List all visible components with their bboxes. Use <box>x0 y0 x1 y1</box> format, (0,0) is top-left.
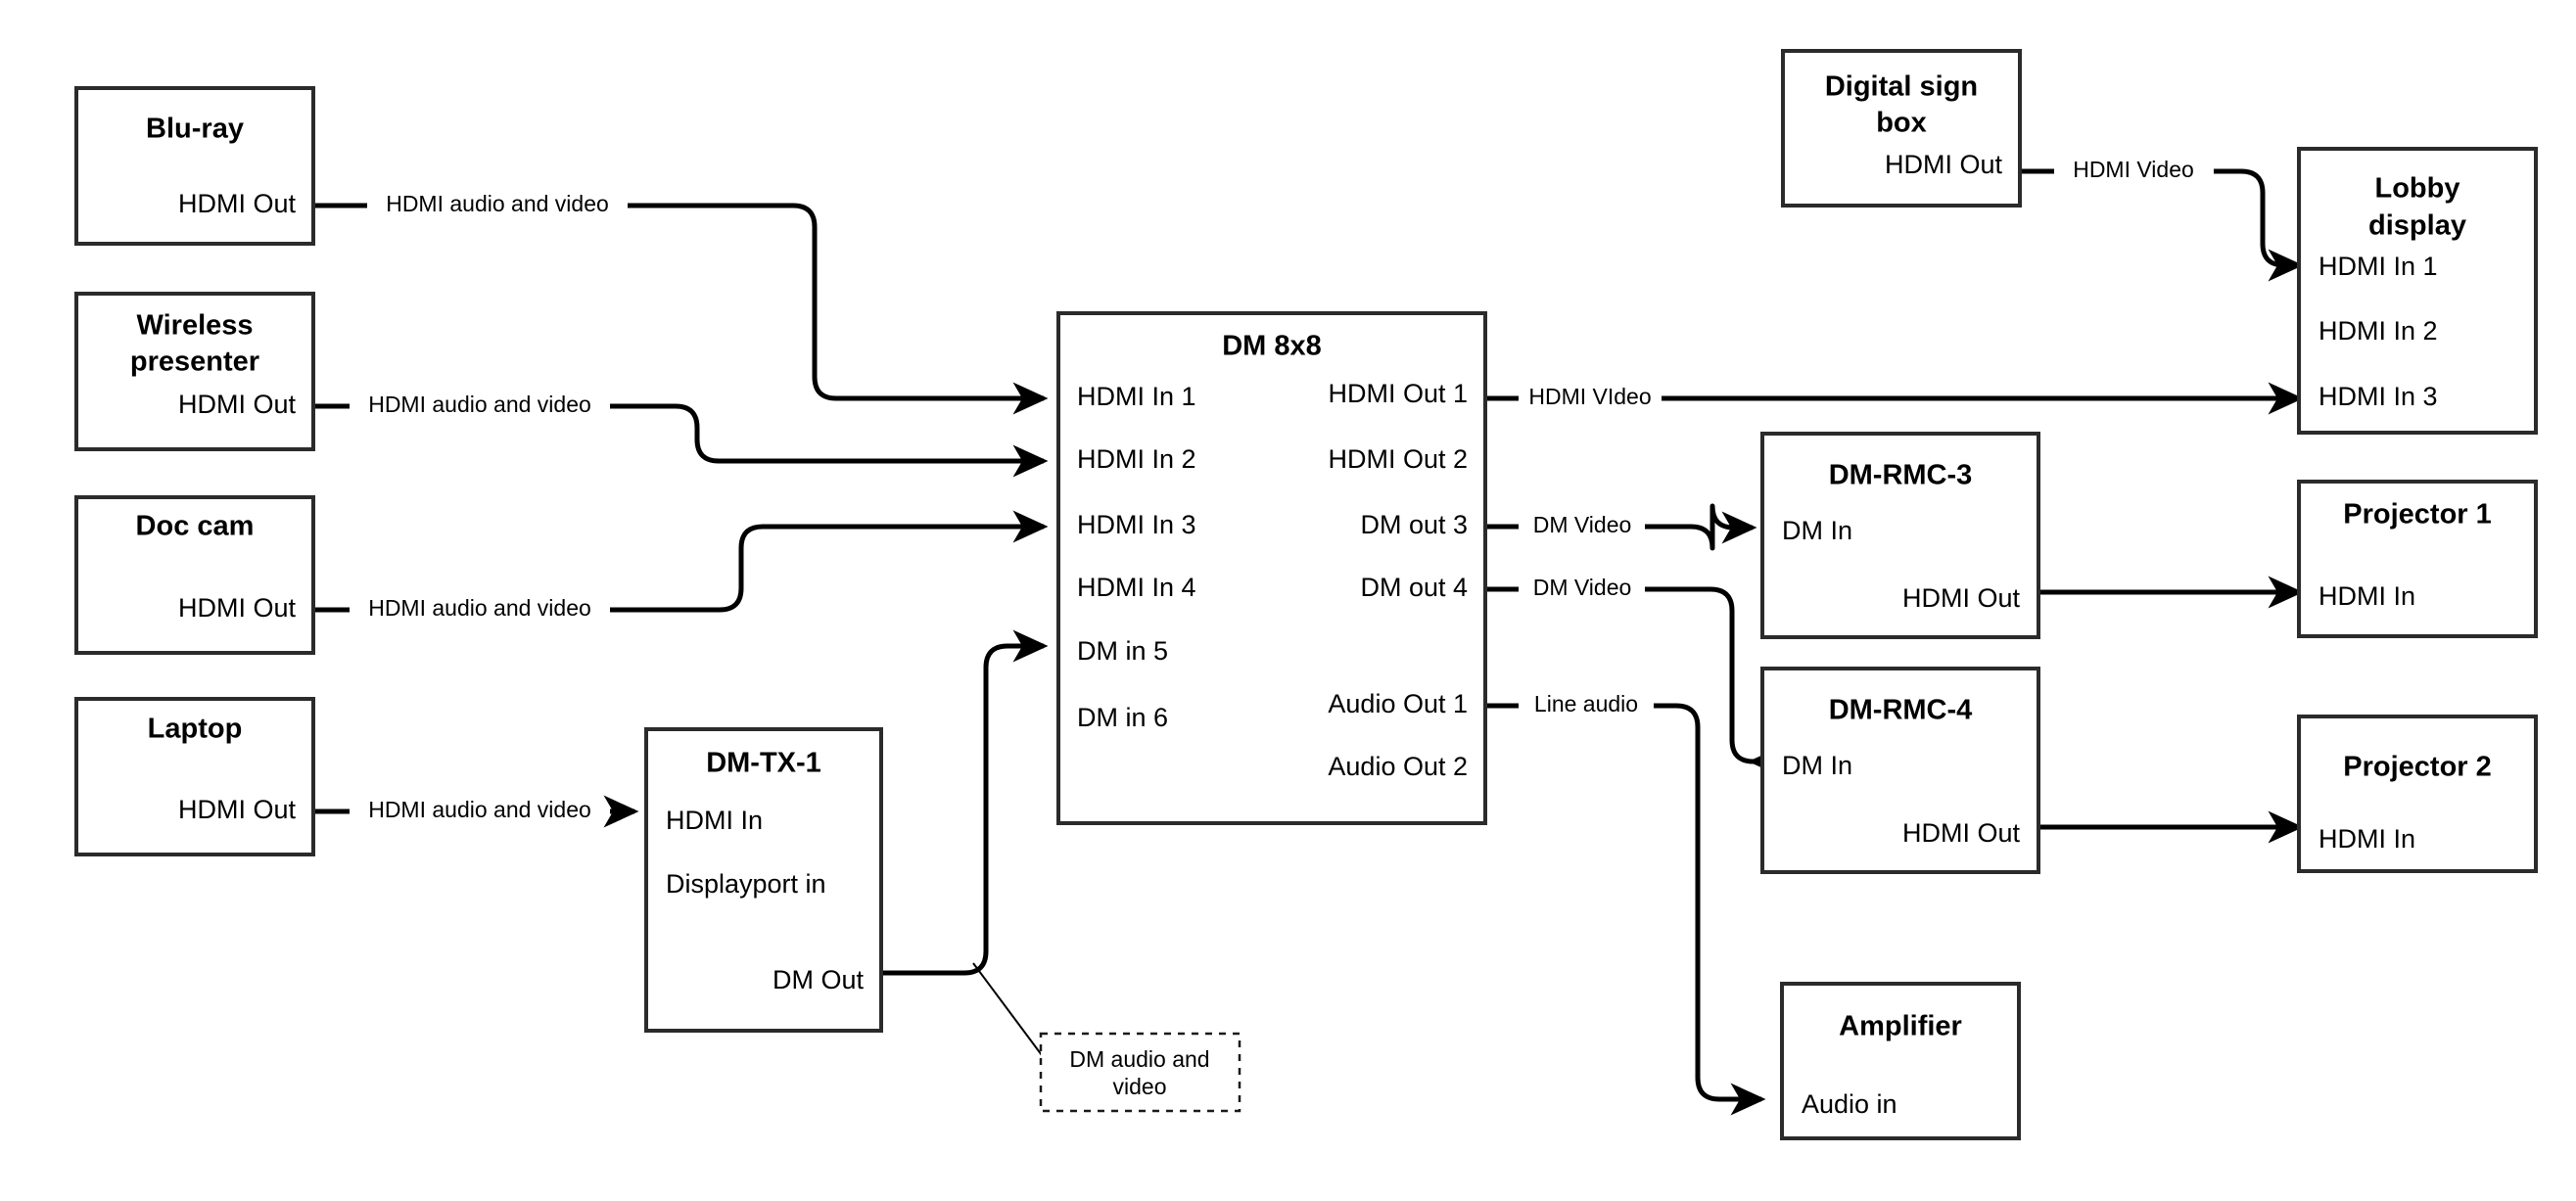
node-projector-2[interactable]: Projector 2 HDMI In <box>2297 715 2538 873</box>
dm-rmc-4-title: DM-RMC-4 <box>1829 695 1973 726</box>
dm-rmc-3-title: DM-RMC-3 <box>1829 460 1973 491</box>
callout-label-line2: video <box>1113 1074 1167 1099</box>
dm-8x8-output-hdmi-out-2: HDMI Out 2 <box>1328 444 1468 474</box>
dm-rmc-3-port-dm-in: DM In <box>1782 516 1852 545</box>
dm-8x8-box <box>1056 311 1487 825</box>
node-digital-sign-box[interactable]: Digital sign box HDMI Out <box>1781 49 2022 208</box>
digital-sign-box-title-line1: Digital sign <box>1825 71 1978 103</box>
bluray-title: Blu-ray <box>146 114 244 145</box>
doc-cam-port-hdmi-out: HDMI Out <box>178 593 297 623</box>
dm-8x8-output-dm-out-4: DM out 4 <box>1360 573 1468 602</box>
dm-tx-1-port-displayport-in: Displayport in <box>666 869 826 899</box>
digital-sign-box-title-line2: box <box>1876 108 1927 139</box>
callout-dm-audio-video: DM audio and video <box>1039 1032 1241 1113</box>
edge-label-signbox-to-lobby: HDMI Video <box>2073 157 2194 182</box>
callout-box <box>1039 1032 1241 1113</box>
doc-cam-title: Doc cam <box>136 511 255 542</box>
node-bluray[interactable]: Blu-ray HDMI Out <box>74 86 315 246</box>
amplifier-title: Amplifier <box>1839 1011 1962 1042</box>
dm-tx-1-port-hdmi-in: HDMI In <box>666 806 763 835</box>
dm-8x8-input-hdmi-in-3: HDMI In 3 <box>1077 510 1196 539</box>
dm-rmc-4-port-dm-in: DM In <box>1782 751 1852 780</box>
wireless-presenter-title-line2: presenter <box>130 346 259 378</box>
laptop-title: Laptop <box>148 714 243 745</box>
dm-8x8-input-dm-in-5: DM in 5 <box>1077 636 1168 666</box>
dm-tx-1-port-dm-out: DM Out <box>773 965 865 994</box>
node-laptop[interactable]: Laptop HDMI Out <box>74 697 315 856</box>
node-doc-cam[interactable]: Doc cam HDMI Out <box>74 495 315 655</box>
dm-8x8-input-hdmi-in-2: HDMI In 2 <box>1077 444 1196 474</box>
wireless-presenter-port-hdmi-out: HDMI Out <box>178 390 297 419</box>
laptop-box <box>74 697 315 856</box>
callout-label-line1: DM audio and <box>1069 1046 1209 1072</box>
dm-8x8-title: DM 8x8 <box>1222 331 1322 362</box>
projector-1-port-hdmi-in: HDMI In <box>2318 581 2415 611</box>
dm-rmc-4-box <box>1760 667 2040 874</box>
link-dm8x8-dmout3-to-rmc3-cont <box>1645 503 1757 551</box>
edge-label-dm8x8-audioout1-to-amp: Line audio <box>1534 691 1638 716</box>
projector-2-box <box>2297 715 2538 873</box>
edge-label-laptop-to-dmtx1: HDMI audio and video <box>368 797 591 822</box>
link-signbox-to-lobby-cont <box>2214 168 2304 282</box>
dm-8x8-input-dm-in-6: DM in 6 <box>1077 703 1168 732</box>
link-doccam-to-dm8x8-cont <box>610 510 1049 613</box>
node-dm-rmc-3[interactable]: DM-RMC-3 DM In HDMI Out <box>1760 432 2040 639</box>
dm-8x8-output-hdmi-out-1: HDMI Out 1 <box>1328 379 1468 408</box>
edge-label-bluray-to-dm8x8: HDMI audio and video <box>386 191 609 216</box>
lobby-display-title-line2: display <box>2368 210 2466 242</box>
dm-8x8-output-audio-out-2: Audio Out 2 <box>1328 752 1468 781</box>
lobby-display-title-line1: Lobby <box>2375 173 2460 205</box>
projector-1-title: Projector 1 <box>2343 499 2492 531</box>
node-dm-8x8[interactable]: DM 8x8 HDMI In 1 HDMI In 2 HDMI In 3 HDM… <box>1056 311 1487 825</box>
edge-label-wireless-to-dm8x8: HDMI audio and video <box>368 392 591 417</box>
projector-2-title: Projector 2 <box>2343 752 2492 783</box>
dm-tx-1-box <box>644 727 883 1033</box>
dm-8x8-input-hdmi-in-1: HDMI In 1 <box>1077 382 1196 411</box>
link-wireless-to-dm8x8-cont <box>610 403 1049 478</box>
edge-label-dm8x8-hdmiout1-to-lobby: HDMI VIdeo <box>1528 384 1651 409</box>
lobby-display-box <box>2297 147 2538 435</box>
node-dm-rmc-4[interactable]: DM-RMC-4 DM In HDMI Out <box>1760 667 2040 874</box>
dm-8x8-output-audio-out-1: Audio Out 1 <box>1328 689 1468 718</box>
node-lobby-display[interactable]: Lobby display HDMI In 1 HDMI In 2 HDMI I… <box>2297 147 2538 435</box>
wireless-presenter-box <box>74 292 315 451</box>
dm-rmc-3-box <box>1760 432 2040 639</box>
projector-1-box <box>2297 480 2538 638</box>
callout-leader-line <box>972 962 1043 1056</box>
lobby-display-port-hdmi-in-3: HDMI In 3 <box>2318 382 2438 411</box>
edge-label-doccam-to-dm8x8: HDMI audio and video <box>368 595 591 621</box>
node-wireless-presenter[interactable]: Wireless presenter HDMI Out <box>74 292 315 451</box>
dm-rmc-3-port-hdmi-out: HDMI Out <box>1902 583 2021 613</box>
dm-8x8-output-dm-out-3: DM out 3 <box>1360 510 1468 539</box>
bluray-box <box>74 86 315 246</box>
projector-2-port-hdmi-in: HDMI In <box>2318 824 2415 854</box>
lobby-display-port-hdmi-in-1: HDMI In 1 <box>2318 252 2438 281</box>
link-dm8x8-audioout1-to-amp-cont <box>1654 703 1766 1116</box>
edge-label-dm8x8-dmout4-to-rmc4: DM Video <box>1533 575 1632 600</box>
lobby-display-port-hdmi-in-2: HDMI In 2 <box>2318 316 2438 346</box>
dm-8x8-input-hdmi-in-4: HDMI In 4 <box>1077 573 1196 602</box>
dm-rmc-4-port-hdmi-out: HDMI Out <box>1902 818 2021 848</box>
amplifier-port-audio-in: Audio in <box>1802 1089 1897 1119</box>
node-projector-1[interactable]: Projector 1 HDMI In <box>2297 480 2538 638</box>
laptop-port-hdmi-out: HDMI Out <box>178 795 297 824</box>
wireless-presenter-title-line1: Wireless <box>136 310 253 342</box>
digital-sign-box-box <box>1781 49 2022 208</box>
dm-tx-1-title: DM-TX-1 <box>706 748 821 779</box>
link-dmtx1-to-dm8x8 <box>881 629 1049 976</box>
doc-cam-box <box>74 495 315 655</box>
edge-label-dm8x8-dmout3-to-rmc3: DM Video <box>1533 512 1632 537</box>
link-dm8x8-dmout4-to-rmc4-cont <box>1645 586 1784 778</box>
node-dm-tx-1[interactable]: DM-TX-1 HDMI In Displayport in DM Out <box>644 727 883 1033</box>
digital-sign-box-port-hdmi-out: HDMI Out <box>1885 150 2003 179</box>
bluray-port-hdmi-out: HDMI Out <box>178 189 297 218</box>
amplifier-box <box>1780 982 2021 1140</box>
link-bluray-to-dm8x8-cont <box>628 203 1049 415</box>
node-amplifier[interactable]: Amplifier Audio in <box>1780 982 2021 1140</box>
